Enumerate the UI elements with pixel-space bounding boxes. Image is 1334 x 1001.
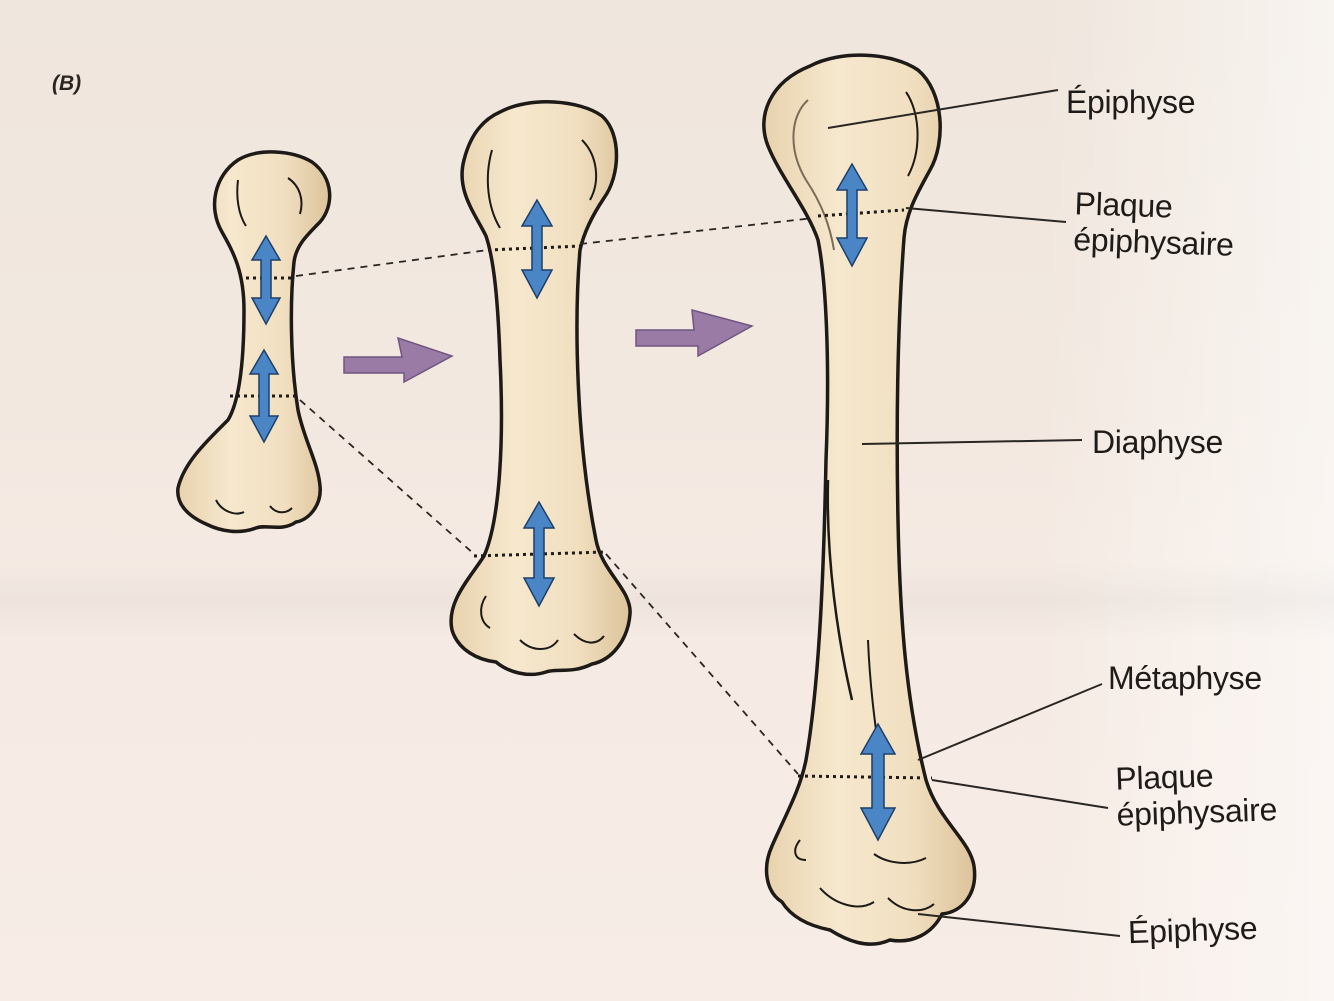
label-metaphyse: Métaphyse bbox=[1108, 660, 1262, 696]
label-diaphyse: Diaphyse bbox=[1092, 424, 1223, 460]
progress-arrow-2 bbox=[636, 310, 752, 356]
comparison-lines bbox=[296, 208, 904, 774]
label-metaphyse-text: Métaphyse bbox=[1108, 660, 1262, 696]
label-epiphyse-bottom: Épiphyse bbox=[1127, 910, 1257, 950]
label-diaphyse-text: Diaphyse bbox=[1092, 424, 1223, 460]
label-plaque-bottom-line2: épiphysaire bbox=[1116, 791, 1278, 833]
label-plaque-top: Plaque épiphysaire bbox=[1073, 185, 1236, 263]
label-plaque-top-line2: épiphysaire bbox=[1073, 221, 1235, 263]
label-plaque-bottom: Plaque épiphysaire bbox=[1115, 755, 1278, 833]
bone-small bbox=[178, 152, 330, 532]
bone-large bbox=[764, 55, 975, 944]
panel-letter: (B) bbox=[52, 72, 81, 96]
label-epiphyse-top-text: Épiphyse bbox=[1066, 84, 1195, 120]
label-epiphyse-bottom-text: Épiphyse bbox=[1127, 910, 1257, 950]
label-plaque-bottom-line1: Plaque bbox=[1115, 755, 1277, 797]
bone-medium bbox=[451, 102, 630, 675]
label-epiphyse-top: Épiphyse bbox=[1066, 84, 1195, 120]
label-plaque-top-line1: Plaque bbox=[1074, 185, 1236, 227]
progress-arrow-1 bbox=[344, 338, 452, 382]
